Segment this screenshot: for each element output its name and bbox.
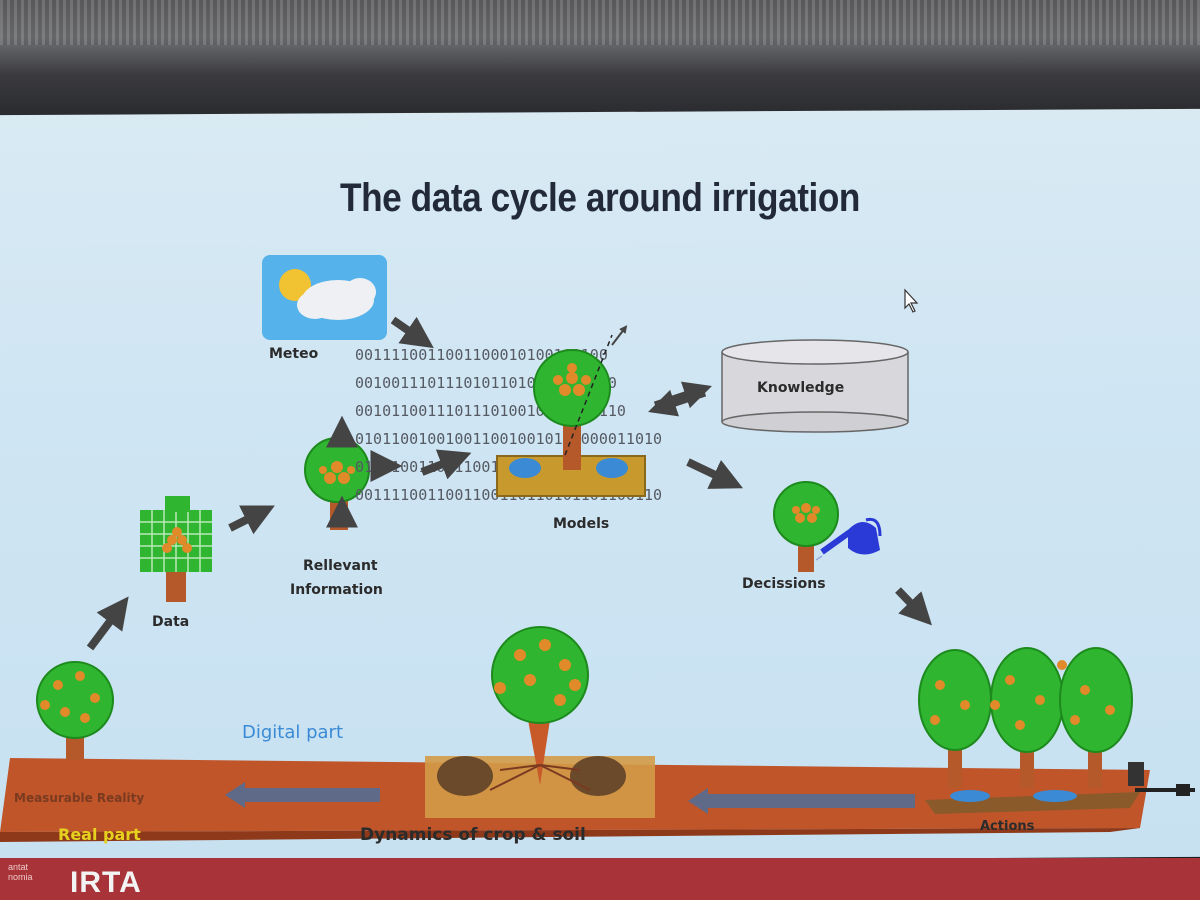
footer-bar (0, 858, 1200, 900)
tree-icon (304, 437, 370, 530)
slide-title: The data cycle around irrigation (340, 176, 860, 220)
real-part-label: Real part (58, 825, 141, 844)
knowledge-exchange-arrow (648, 381, 712, 417)
cursor-icon (904, 288, 919, 313)
relevant-information-label-line2: Information (290, 582, 383, 598)
ceiling-grille (0, 0, 1200, 45)
arrow-icon (420, 449, 472, 480)
arrow-icon (390, 316, 434, 349)
watering-can-icon (815, 517, 882, 561)
relevant-information-label-line1: Rellevant (303, 558, 378, 574)
binary-line: 0011110011001100010100101100 (355, 346, 608, 364)
footer-small-text: antat nomia (8, 862, 33, 882)
binary-line: 0101100100100110010010110000011010 (355, 430, 662, 448)
irta-logo: IRTA (70, 866, 142, 899)
footer-text-line: antat (8, 862, 29, 872)
knowledge-label: Knowledge (757, 380, 844, 396)
decisions-label: Decissions (742, 576, 826, 592)
meteo-label: Meteo (269, 346, 319, 362)
dynamics-label: Dynamics of crop & soil (360, 825, 586, 845)
digital-part-label: Digital part (242, 722, 343, 743)
pixel-tree-icon (140, 496, 212, 602)
flow-arrow-left-1 (225, 782, 380, 808)
flow-arrow-left-2 (688, 788, 915, 814)
tree-group (918, 647, 1195, 802)
footer-text-line: nomia (8, 872, 33, 882)
arrow-icon (228, 505, 275, 535)
tree-icon (489, 626, 591, 791)
arrow-icon (686, 458, 744, 489)
measurable-reality-label: Measurable Reality (14, 791, 144, 805)
actions-label: Actions (980, 819, 1035, 834)
models-label: Models (553, 516, 609, 532)
tree-icon (773, 481, 839, 572)
arrow-icon (86, 596, 129, 651)
sun-cloud-icon (262, 255, 387, 340)
projector-top-bezel (0, 0, 1200, 125)
tree-icon (36, 661, 114, 760)
soil-strip (0, 756, 1150, 842)
models-tree-icon (496, 325, 646, 497)
arrow-icon (895, 587, 932, 626)
database-icon (721, 339, 909, 433)
data-label: Data (152, 614, 189, 630)
